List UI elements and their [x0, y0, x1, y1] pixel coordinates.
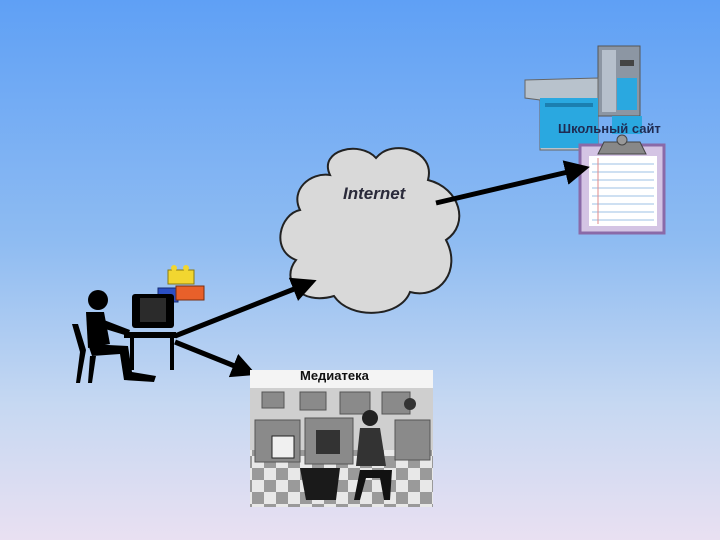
server-label: Школьный сайт [558, 121, 661, 136]
toy-blocks-icon [157, 265, 205, 303]
person-at-computer-icon [72, 290, 176, 383]
clipboard-icon [578, 134, 666, 235]
arrow-to-server [435, 160, 590, 206]
arrow-to-internet [174, 277, 317, 339]
cloud-icon [279, 147, 461, 314]
computer-lab-photo [250, 370, 433, 507]
cloud-label: Internet [343, 184, 407, 203]
arrow-to-library [174, 339, 257, 378]
library-label: Медиатека [300, 368, 370, 383]
server-icon [524, 45, 642, 151]
